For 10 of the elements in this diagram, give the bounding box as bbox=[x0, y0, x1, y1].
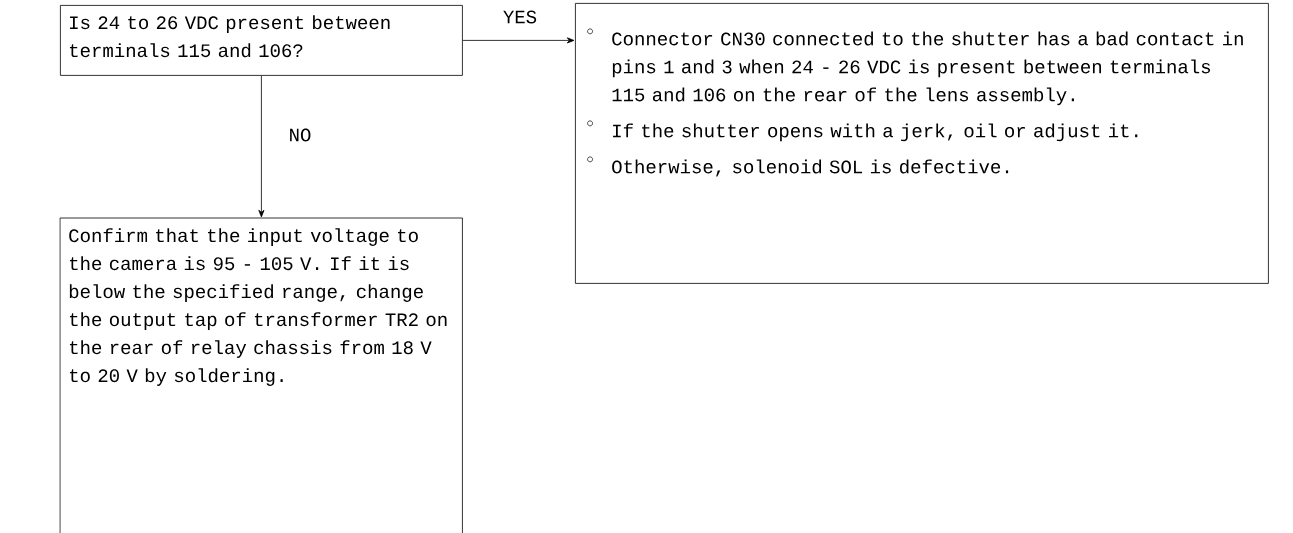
process-box: Is 24 to 26 VDC present between terminals 115 and 106? bbox=[60, 5, 463, 76]
edge-label: YES bbox=[500, 8, 540, 26]
list-item: Connector CN30 connected to the shutter has a bad contact in pins 1 and 3 when 24 - 26 VDC is present between terminals 115 and 106 on the rear of the lens assembly. bbox=[612, 31, 1243, 106]
arrow bbox=[462, 37, 575, 44]
process-box: Confirm that the input voltage to the camera is 95 - 105 V. If it is below the specified range, change the output tap of transformer TR2 on the rear of relay chassis from 18 V to 20 V by soldering. bbox=[59, 217, 463, 533]
list-item: If the shutter opens with a jerk, oil or adjust it. bbox=[613, 123, 1138, 142]
arrow bbox=[258, 75, 265, 218]
list-item: Otherwise, solenoid SOL is defective. bbox=[612, 159, 1009, 177]
edge-label: NO bbox=[286, 126, 314, 144]
list-box bbox=[575, 3, 1269, 284]
